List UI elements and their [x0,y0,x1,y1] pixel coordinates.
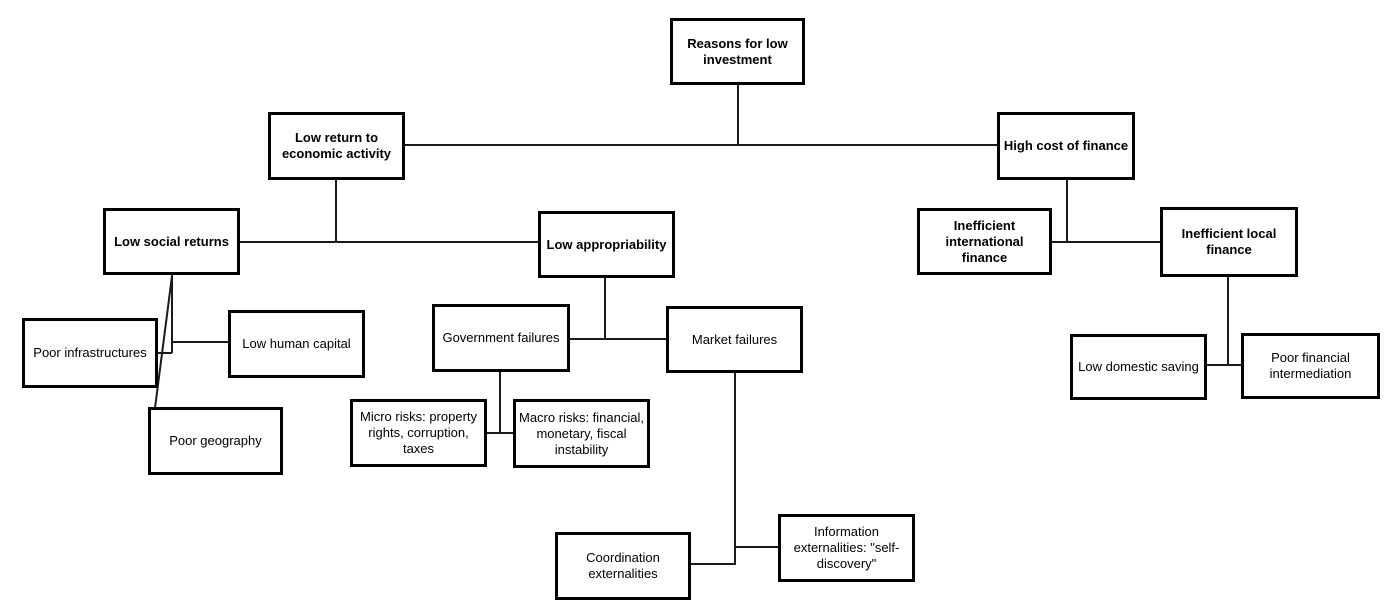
node-market-failures: Market failures [666,306,803,373]
node-coordination-externalities: Coordination externalities [555,532,691,600]
node-high-cost-of-finance: High cost of finance [997,112,1135,180]
node-low-return-to-economic-activity: Low return to economic activity [268,112,405,180]
node-low-social-returns: Low social returns [103,208,240,275]
node-poor-financial-intermediation: Poor financial intermediation [1241,333,1380,399]
node-low-domestic-saving: Low domestic saving [1070,334,1207,400]
node-reasons-for-low-investment: Reasons for low investment [670,18,805,85]
node-government-failures: Government failures [432,304,570,372]
node-inefficient-international-finance: Inefficient international finance [917,208,1052,275]
node-inefficient-local-finance: Inefficient local finance [1160,207,1298,277]
node-information-externalities: Information externalities: "self-discove… [778,514,915,582]
node-micro-risks: Micro risks: property rights, corruption… [350,399,487,467]
node-low-appropriability: Low appropriability [538,211,675,278]
node-poor-geography: Poor geography [148,407,283,475]
node-poor-infrastructures: Poor infrastructures [22,318,158,388]
node-macro-risks: Macro risks: financial, monetary, fiscal… [513,399,650,468]
node-low-human-capital: Low human capital [228,310,365,378]
